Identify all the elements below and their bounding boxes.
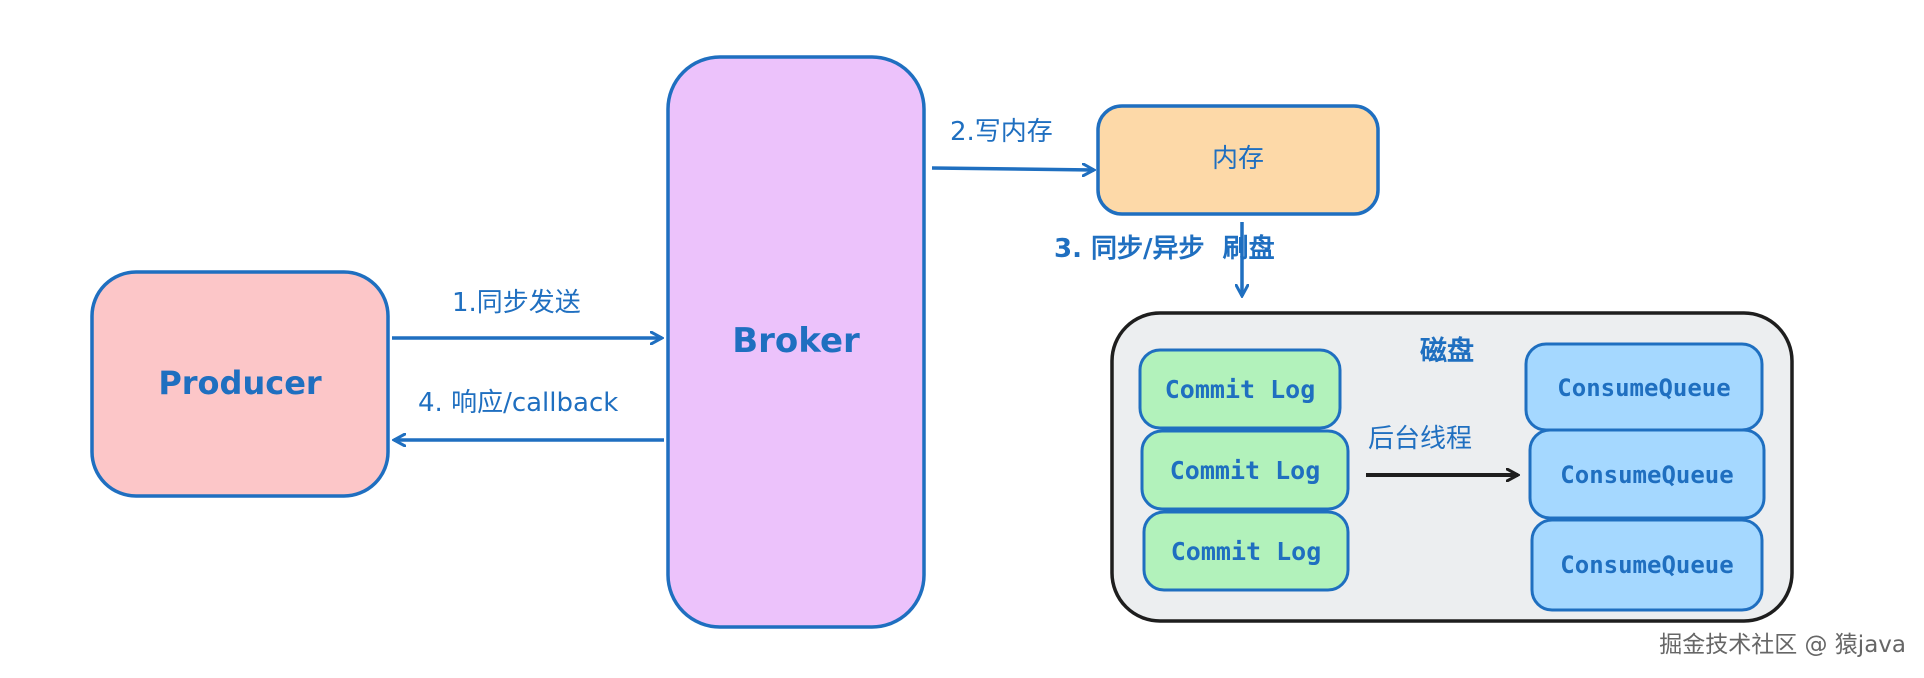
consume-queue-3: ConsumeQueue — [1530, 518, 1764, 612]
broker-node: Broker — [666, 55, 926, 629]
commit-log-2: Commit Log — [1140, 429, 1350, 511]
memory-node: 内存 — [1096, 104, 1380, 216]
edge-sync-send-label: 1.同步发送 — [452, 288, 581, 318]
edge-background-thread: 后台线程 — [1366, 424, 1518, 475]
commit-log-1-label: Commit Log — [1165, 375, 1316, 404]
disk-label: 磁盘 — [1420, 335, 1474, 367]
broker-label: Broker — [732, 321, 860, 361]
watermark-text: 掘金技术社区 @ 猿java — [1659, 632, 1906, 658]
commit-log-3-label: Commit Log — [1171, 537, 1322, 566]
producer-label: Producer — [158, 364, 322, 402]
edge-flush-label: 3. 同步/异步 刷盘 — [1054, 233, 1275, 264]
edge-write-memory-label: 2.写内存 — [950, 117, 1053, 147]
consume-queue-2-label: ConsumeQueue — [1560, 461, 1733, 489]
memory-label: 内存 — [1212, 144, 1264, 174]
consume-queue-1-label: ConsumeQueue — [1557, 374, 1730, 402]
edge-response: 4. 响应/callback — [394, 388, 664, 440]
edge-flush: 3. 同步/异步 刷盘 — [1054, 222, 1275, 296]
consume-queue-1: ConsumeQueue — [1524, 342, 1764, 432]
consume-queue-2: ConsumeQueue — [1528, 428, 1766, 520]
edge-background-thread-label: 后台线程 — [1368, 424, 1472, 454]
commit-log-1: Commit Log — [1138, 348, 1342, 430]
edge-sync-send: 1.同步发送 — [392, 288, 662, 338]
edge-response-label: 4. 响应/callback — [418, 388, 618, 418]
producer-node: Producer — [90, 270, 390, 498]
edge-write-memory: 2.写内存 — [931, 117, 1094, 170]
commit-log-2-label: Commit Log — [1170, 456, 1321, 485]
consume-queue-3-label: ConsumeQueue — [1560, 551, 1733, 579]
commit-log-3: Commit Log — [1142, 510, 1350, 592]
